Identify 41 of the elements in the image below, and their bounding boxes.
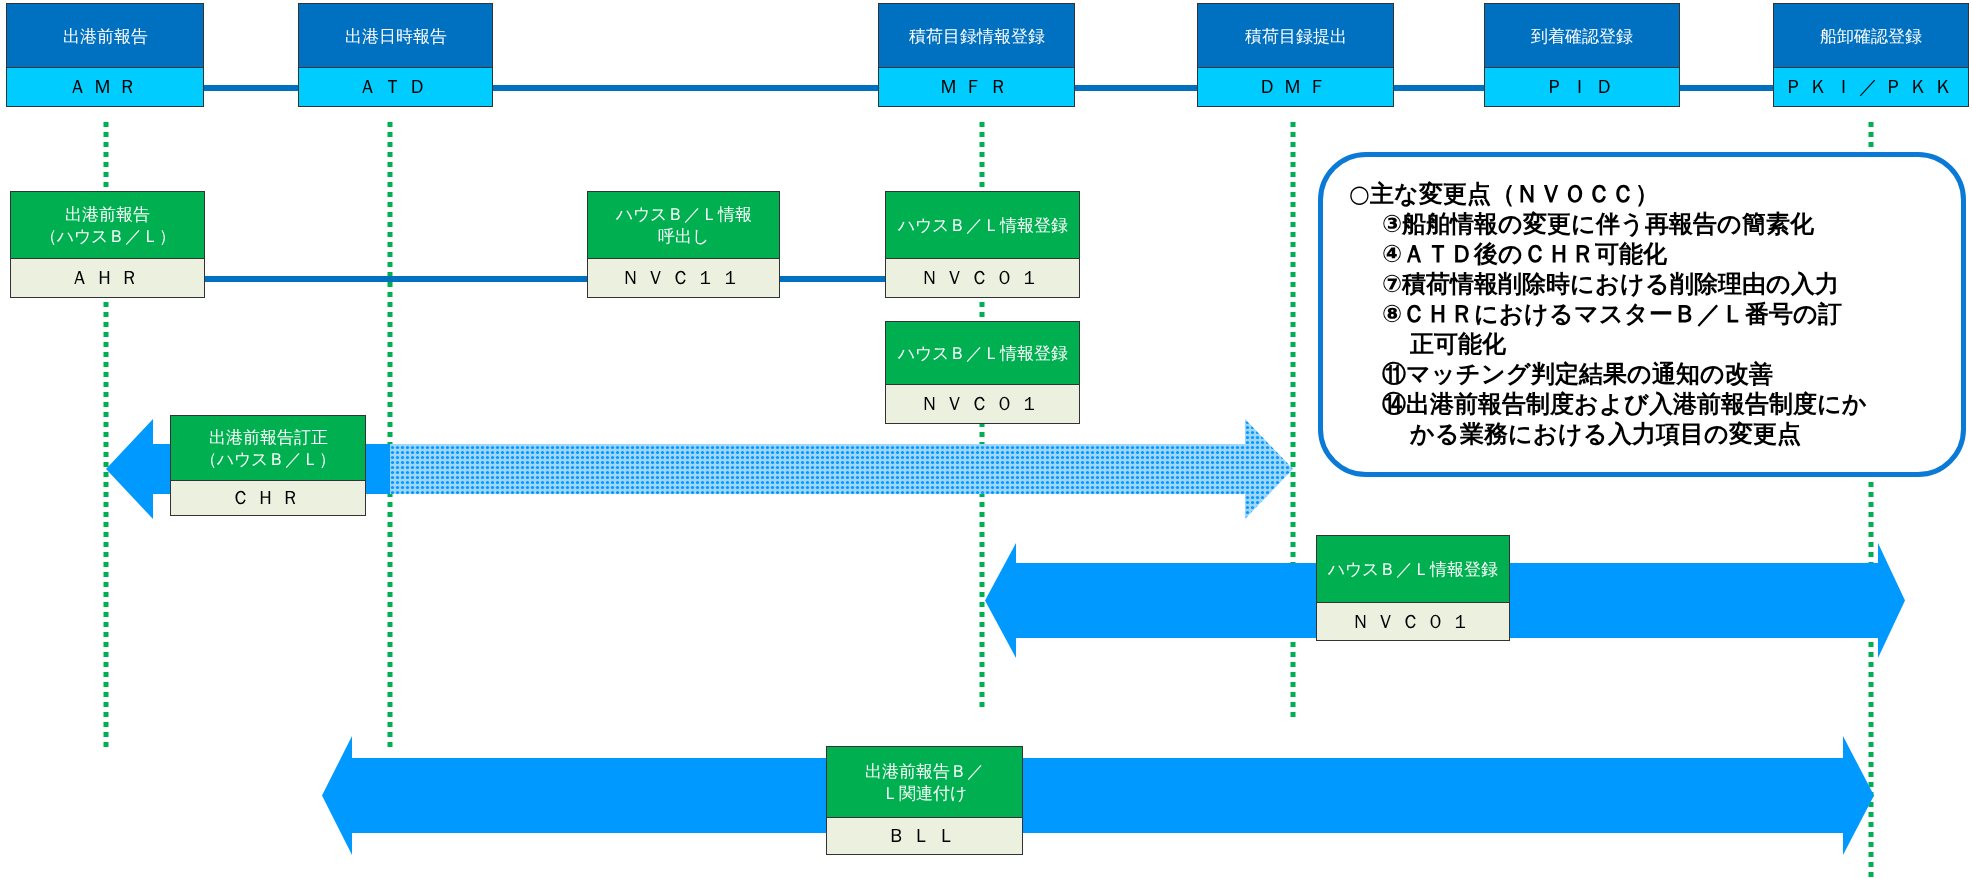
note-item: ⑧ＣＨＲにおけるマスターＢ／Ｌ番号の訂正可能化	[1381, 299, 1844, 359]
connector-line	[493, 85, 878, 91]
note-item: ④ＡＴＤ後のＣＨＲ可能化	[1381, 239, 1669, 269]
process-code: ＤＭＦ	[1198, 67, 1393, 106]
process-code: ＮＶＣ０１	[1317, 602, 1509, 640]
process-code: ＢＬＬ	[827, 817, 1022, 854]
process-heading: 出港前報告	[62, 24, 148, 47]
process-heading: 出港前報告（ハウスＢ／Ｌ）	[38, 203, 177, 247]
connector-line	[1075, 85, 1197, 91]
process-heading: 到着確認登録	[1531, 24, 1633, 47]
note-item: ⑭出港前報告制度および入港前報告制度にかかる業務における入力項目の変更点	[1381, 389, 1868, 449]
process-heading: ハウスＢ／Ｌ情報登録	[1328, 558, 1498, 580]
process-heading: ハウスＢ／Ｌ情報呼出し	[614, 203, 753, 247]
process-code: ＮＶＣ０１	[886, 258, 1079, 297]
connector-line	[780, 276, 885, 282]
process-code: ＭＦＲ	[879, 67, 1074, 106]
process-code: ＡＴＤ	[299, 67, 492, 106]
note-item: ③船舶情報の変更に伴う再報告の簡素化	[1381, 209, 1816, 239]
connector-line	[205, 276, 587, 282]
note-item: ⑪マッチング判定結果の通知の改善	[1381, 359, 1774, 389]
process-heading: 船卸確認登録	[1820, 24, 1922, 47]
process-code: ＰＩＤ	[1485, 67, 1679, 106]
connector-line	[204, 85, 298, 91]
process-heading: 出港日時報告	[344, 24, 447, 47]
process-code: ＮＶＣ０１	[886, 384, 1079, 423]
process-code: ＮＶＣ１１	[588, 258, 779, 297]
process-heading: 出港前報告訂正（ハウスＢ／Ｌ）	[199, 426, 337, 470]
process-heading: 積荷目録提出	[1244, 24, 1347, 47]
process-code: ＰＫＩ／ＰＫＫ	[1774, 67, 1968, 106]
notes-panel	[1318, 152, 1966, 477]
process-heading: 積荷目録情報登録	[908, 24, 1045, 47]
process-heading: ハウスＢ／Ｌ情報登録	[897, 214, 1068, 236]
process-heading: 出港前報告Ｂ／Ｌ関連付け	[865, 760, 984, 804]
process-code: ＣＨＲ	[171, 480, 365, 515]
process-code: ＡＨＲ	[11, 258, 204, 297]
connector-line	[1680, 85, 1773, 91]
process-code: ＡＭＲ	[7, 67, 203, 106]
note-item: ⑦積荷情報削除時における削除理由の入力	[1381, 269, 1841, 299]
process-heading: ハウスＢ／Ｌ情報登録	[897, 342, 1068, 364]
connector-line	[1394, 85, 1484, 91]
notes-heading: ○主な変更点（ＮＶＯＣＣ）	[1349, 179, 1660, 209]
